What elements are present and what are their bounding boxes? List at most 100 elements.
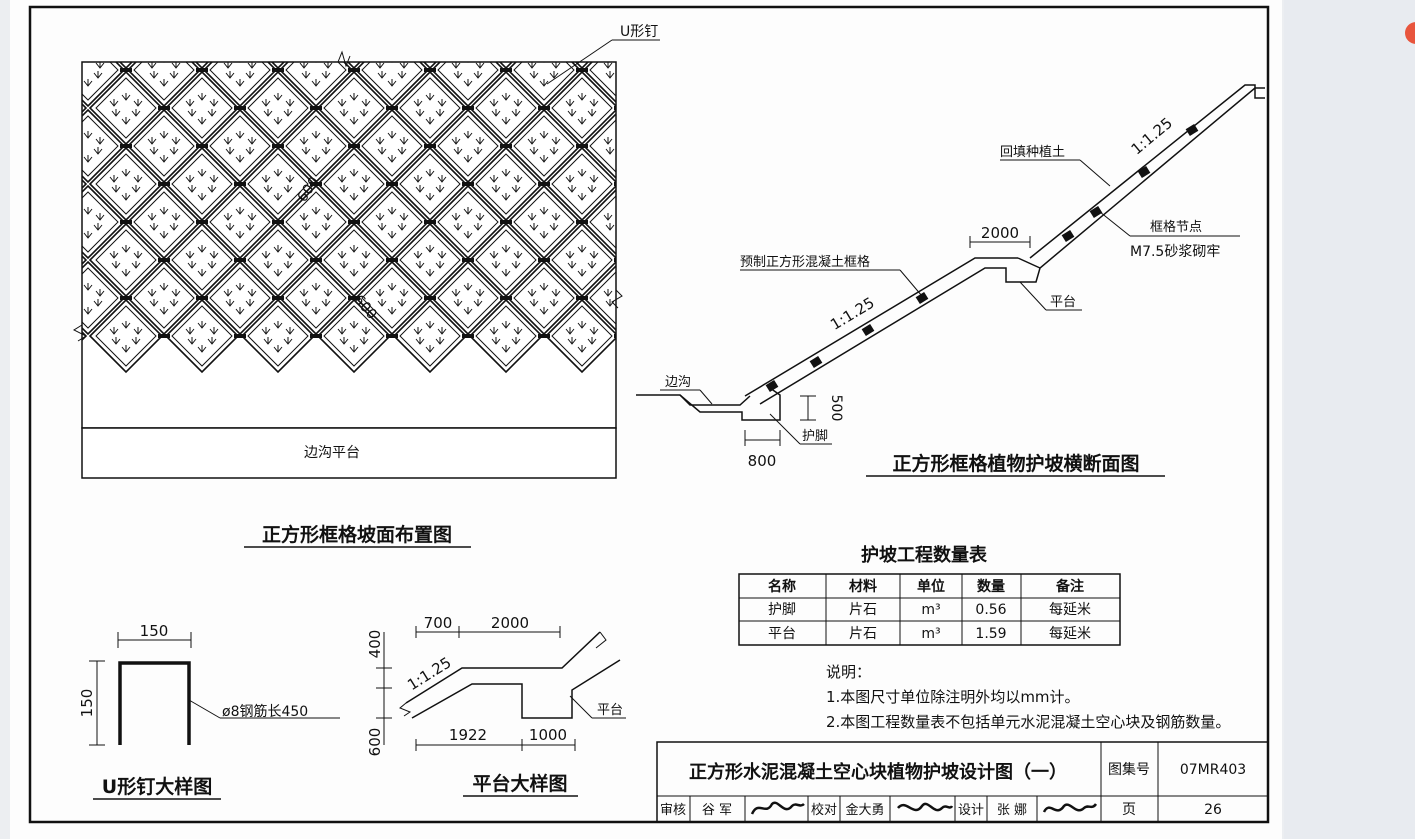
frame-cell xyxy=(429,62,431,63)
frame-cell xyxy=(628,306,688,366)
pd-dim-1922: 1922 xyxy=(449,726,487,744)
plant-symbol xyxy=(56,33,64,40)
plant-symbol xyxy=(56,185,64,192)
frame-cell xyxy=(544,298,616,374)
plant-symbol xyxy=(20,61,28,68)
frame-cell xyxy=(240,298,316,374)
plant-symbol xyxy=(0,71,6,78)
plant-symbol xyxy=(718,99,726,106)
frame-cell xyxy=(475,153,537,215)
frame-cell xyxy=(82,102,88,114)
frame-cell xyxy=(660,34,732,106)
plant-symbol xyxy=(680,213,688,220)
frame-cell xyxy=(209,191,271,253)
table-cell: m³ xyxy=(921,602,940,618)
plant-symbol xyxy=(34,251,42,258)
plant-symbol xyxy=(18,223,26,230)
page-label: 页 xyxy=(1122,802,1136,818)
u-nail-width: 150 xyxy=(140,622,169,640)
frame-node xyxy=(614,334,616,338)
plant-symbol xyxy=(730,321,738,328)
frame-node xyxy=(272,144,284,148)
plan-outline xyxy=(81,61,617,429)
plant-symbol xyxy=(438,23,446,30)
frame-node xyxy=(120,144,132,148)
plant-symbol xyxy=(718,251,726,258)
plant-symbol xyxy=(642,327,650,334)
plant-symbol xyxy=(692,155,700,162)
plant-symbol xyxy=(692,207,700,214)
frame-cell xyxy=(622,224,694,296)
plant-symbol xyxy=(615,154,616,163)
frame-cell xyxy=(660,110,732,182)
frame-node xyxy=(462,258,474,262)
frame-cell xyxy=(513,62,575,101)
frame-cell xyxy=(209,62,271,101)
plant-symbol xyxy=(416,33,424,40)
plant-symbol xyxy=(730,41,738,48)
cross-section-labels: 1:1.25 1:1.25 回填种植土 框格节点 M7.5砂浆砌牢 2000 预… xyxy=(665,114,1220,477)
frame-cell xyxy=(0,268,42,328)
slope-node xyxy=(809,355,823,369)
frame-cell xyxy=(171,77,233,139)
plant-symbol xyxy=(426,17,434,24)
frame-cell xyxy=(95,77,157,139)
note-1: 1.本图尺寸单位除注明外均以mm计。 xyxy=(826,688,1080,706)
frame-cell xyxy=(437,62,499,101)
plant-symbol xyxy=(730,245,738,252)
frame-node xyxy=(690,258,702,262)
frame-node xyxy=(158,334,170,338)
plant-symbol xyxy=(539,62,549,63)
frame-cell xyxy=(704,154,764,214)
plant-symbol xyxy=(188,33,196,40)
toe-label: 护脚 xyxy=(802,428,828,444)
plant-symbol xyxy=(626,299,634,306)
plant-symbol xyxy=(720,337,728,344)
frame-node xyxy=(424,296,436,300)
plant-symbol xyxy=(56,337,64,344)
plant-symbol xyxy=(730,269,738,276)
frame-cell xyxy=(589,195,616,249)
frame-node xyxy=(462,334,474,338)
frame-cell xyxy=(437,267,499,329)
frame-node xyxy=(272,296,284,300)
plant-symbol xyxy=(692,283,700,290)
frame-cell xyxy=(704,2,764,62)
ditch-platform-strip xyxy=(81,427,617,479)
frame-cell xyxy=(82,62,119,101)
plant-symbol xyxy=(8,231,16,238)
frame-cell xyxy=(82,115,119,177)
frame-cell xyxy=(498,62,514,70)
plant-symbol xyxy=(702,147,710,154)
plant-symbol xyxy=(36,337,44,344)
sheet-border xyxy=(28,5,1270,824)
pd-dim-700: 700 xyxy=(424,614,453,632)
bench-label: 平台 xyxy=(1050,295,1076,310)
plant-symbol xyxy=(46,93,54,100)
plant-symbol xyxy=(46,321,54,328)
plant-symbol xyxy=(704,289,712,296)
frame-cell xyxy=(82,191,119,253)
plant-symbol xyxy=(628,289,636,296)
frame-cell xyxy=(194,62,210,70)
notification-badge[interactable] xyxy=(1405,22,1415,44)
plant-symbol xyxy=(682,223,690,230)
frame-node xyxy=(348,144,360,148)
frame-node xyxy=(462,106,474,110)
frame-cell xyxy=(82,260,126,336)
frame-node xyxy=(234,106,246,110)
slope-node xyxy=(765,379,779,393)
ditch-label: 边沟 xyxy=(665,375,691,390)
plant-symbol xyxy=(0,223,6,230)
plant-symbol xyxy=(0,147,6,154)
plant-symbol xyxy=(654,93,662,100)
plant-symbol xyxy=(208,33,216,40)
table-cell: 每延米 xyxy=(1049,626,1091,642)
cross-section-title: 正方形框格植物护坡横断面图 xyxy=(892,452,1139,475)
frame-cell xyxy=(628,154,688,214)
plant-symbol xyxy=(8,55,16,62)
plant-symbol xyxy=(0,213,4,220)
plant-symbol xyxy=(159,62,169,63)
frame-cell xyxy=(201,62,203,63)
